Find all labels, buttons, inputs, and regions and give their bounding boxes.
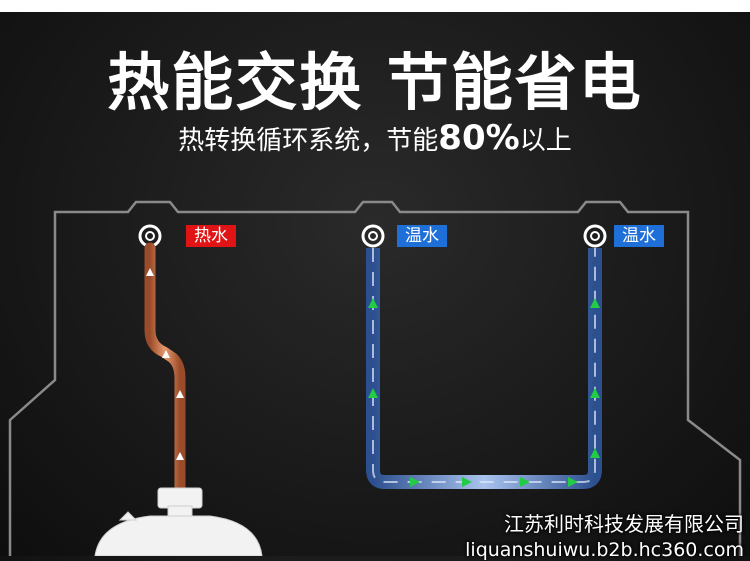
port-warm-right [583, 224, 607, 248]
watermark: 江苏利时科技发展有限公司 liquanshuiwu.b2b.hc360.com [465, 508, 744, 561]
warm-water-tag-right: 温水 [614, 225, 664, 247]
machine-outline [8, 200, 742, 556]
hot-water-pipe [144, 242, 186, 498]
hot-water-tag: 热水 [186, 225, 236, 247]
watermark-url: liquanshuiwu.b2b.hc360.com [465, 539, 744, 561]
hot-flow-arrows [146, 268, 184, 460]
warm-water-pipe [366, 248, 602, 489]
watermark-company: 江苏利时科技发展有限公司 [504, 512, 744, 536]
warm-water-pipe-highlight [372, 248, 596, 483]
top-border-strip [0, 0, 750, 12]
page-title: 热能交换 节能省电 [107, 46, 643, 119]
warm-flow-arrows [368, 298, 600, 487]
port-warm-left [361, 224, 385, 248]
tank-cap [94, 487, 263, 556]
page-subtitle: 热转换循环系统，节能80%以上 [0, 118, 750, 158]
subtitle-prefix: 热转换循环系统，节能 [178, 126, 439, 156]
subtitle-highlight: 80% [438, 118, 520, 158]
warm-water-tag-left: 温水 [397, 225, 447, 247]
subtitle-suffix: 以上 [519, 126, 572, 156]
